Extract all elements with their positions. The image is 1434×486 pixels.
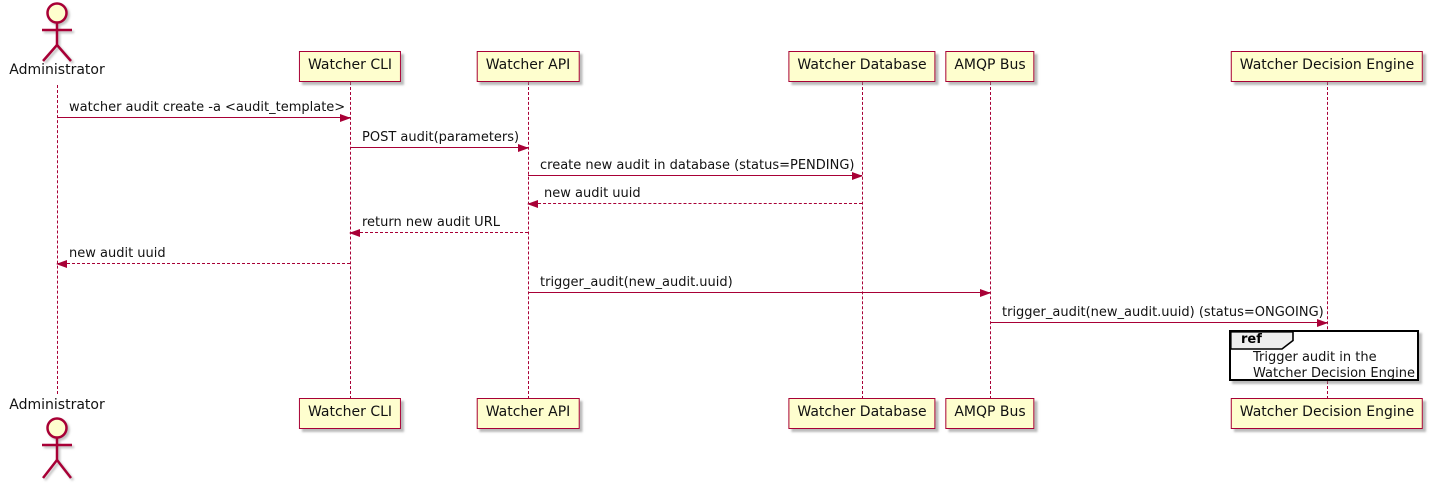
actor-icon — [42, 417, 72, 479]
lifeline-amqp-bus — [990, 82, 991, 399]
message-post-audit: POST audit(parameters) — [350, 128, 529, 152]
message-line — [528, 292, 990, 293]
arrowhead-right-icon — [340, 114, 351, 122]
ref-fragment: ref Trigger audit in the Watcher Decisio… — [1229, 330, 1419, 381]
participant-watcher-cli-bottom: Watcher CLI — [298, 398, 402, 429]
message-line — [350, 232, 528, 233]
arrowhead-left-icon — [527, 200, 538, 208]
lifeline-watcher-cli — [350, 82, 351, 399]
participant-amqp-bus-top: AMQP Bus — [945, 51, 1035, 82]
message-line — [57, 263, 350, 264]
message-return-audit-url: return new audit URL — [349, 213, 528, 237]
arrowhead-left-icon — [349, 229, 360, 237]
message-label: create new audit in database (status=PEN… — [540, 158, 855, 173]
lifeline-administrator — [57, 85, 58, 394]
message-create-audit-db: create new audit in database (status=PEN… — [528, 156, 863, 180]
message-trigger-audit-ongoing: trigger_audit(new_audit.uuid) (status=ON… — [990, 303, 1328, 327]
lifeline-watcher-api — [528, 82, 529, 399]
participant-watcher-api-top: Watcher API — [476, 51, 580, 82]
actor-label-top: Administrator — [9, 62, 105, 78]
ref-keyword: ref — [1241, 332, 1262, 347]
message-label: trigger_audit(new_audit.uuid) — [540, 275, 733, 290]
participant-watcher-api-bottom: Watcher API — [476, 398, 580, 429]
participant-amqp-bus-bottom: AMQP Bus — [945, 398, 1035, 429]
arrowhead-right-icon — [980, 289, 991, 297]
message-line — [350, 147, 528, 148]
lifeline-watcher-decision-engine — [1327, 82, 1328, 399]
message-line — [990, 322, 1327, 323]
participant-watcher-cli-top: Watcher CLI — [298, 51, 402, 82]
message-line — [528, 175, 862, 176]
message-label: new audit uuid — [69, 246, 166, 261]
message-audit-create: watcher audit create -a <audit_template> — [57, 98, 351, 122]
message-new-audit-uuid-return: new audit uuid — [527, 184, 862, 208]
message-new-audit-uuid-admin: new audit uuid — [56, 244, 350, 268]
ref-text-line: Watcher Decision Engine — [1253, 366, 1415, 381]
actor-label-bottom: Administrator — [9, 397, 105, 413]
arrowhead-left-icon — [56, 260, 67, 268]
participant-watcher-database-bottom: Watcher Database — [788, 398, 936, 429]
message-trigger-audit: trigger_audit(new_audit.uuid) — [528, 273, 991, 297]
message-label: new audit uuid — [544, 186, 641, 201]
message-label: POST audit(parameters) — [362, 130, 520, 145]
message-label: return new audit URL — [362, 215, 500, 230]
participant-watcher-decision-engine-top: Watcher Decision Engine — [1230, 51, 1424, 82]
message-label: watcher audit create -a <audit_template> — [69, 100, 346, 115]
arrowhead-right-icon — [1317, 319, 1328, 327]
ref-text-line: Trigger audit in the — [1253, 350, 1377, 365]
participant-watcher-decision-engine-bottom: Watcher Decision Engine — [1230, 398, 1424, 429]
message-line — [528, 203, 862, 204]
ref-header-pentagon-icon — [1230, 331, 1294, 350]
lifeline-watcher-database — [862, 82, 863, 399]
arrowhead-right-icon — [518, 144, 529, 152]
message-label: trigger_audit(new_audit.uuid) (status=ON… — [1002, 305, 1324, 320]
participant-watcher-database-top: Watcher Database — [788, 51, 936, 82]
arrowhead-right-icon — [852, 172, 863, 180]
actor-icon — [42, 2, 72, 62]
message-line — [57, 117, 350, 118]
